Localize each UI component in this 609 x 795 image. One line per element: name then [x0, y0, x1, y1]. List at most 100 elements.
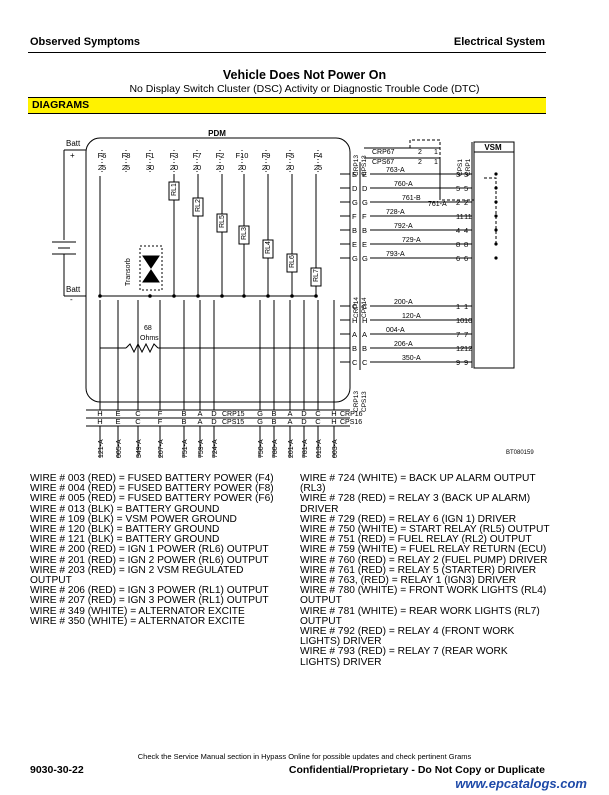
- fuse-name: F3: [170, 151, 179, 160]
- resistor-value: 68: [144, 325, 152, 332]
- legend-left-line: WIRE # 004 (RED) = FUSED BATTERY POWER (…: [30, 483, 274, 495]
- cps67-pin-2: 2: [418, 159, 422, 166]
- connector-pin-left: G: [352, 254, 358, 263]
- resistor-zigzag: [125, 342, 159, 354]
- fuse-amps: 20: [238, 163, 246, 172]
- bottom-pin-top: B: [271, 409, 276, 418]
- bottom-pin-top: A: [197, 409, 202, 418]
- bottom-pin-bottom: F: [158, 417, 163, 426]
- legend-right-line: WIRE # 793 (RED) = RELAY 7 (REAR WORK: [300, 646, 508, 658]
- bottom-wire-label: 121-A: [98, 439, 105, 458]
- connector-pin-right: E: [362, 240, 367, 249]
- fuse-name: F1: [146, 151, 155, 160]
- bottom-wire-label: 759-A: [198, 439, 205, 458]
- vsm-label: VSM: [484, 143, 502, 152]
- bottom-wire-label: 780-A: [272, 439, 279, 458]
- bottom-wire-label: 750-A: [258, 439, 265, 458]
- fuse-name: F6: [98, 151, 107, 160]
- fuse-name: F8: [122, 151, 131, 160]
- bottom-pin-top: D: [211, 409, 217, 418]
- legend-right-line: WIRE # 759 (WHITE) = FUEL RELAY RETURN (…: [300, 544, 547, 556]
- wire-label: 763-A: [386, 167, 405, 174]
- wire-legend-left: WIRE # 003 (RED) = FUSED BATTERY POWER (…: [30, 473, 274, 627]
- transorb-diode-top: [142, 255, 160, 269]
- wire-label: 761-B: [402, 195, 421, 202]
- legend-left-line: WIRE # 207 (RED) = IGN 3 POWER (RL1) OUT…: [30, 595, 269, 607]
- fuse-amps: 20: [286, 163, 294, 172]
- bottom-connector-label: CPS15: [222, 419, 244, 426]
- header-right: Electrical System: [453, 36, 545, 48]
- legend-right-line: WIRE # 760 (RED) = RELAY 2 (FUEL PUMP) D…: [300, 554, 548, 566]
- relay-label: RL6: [289, 255, 296, 268]
- bottom-pin-bottom: A: [197, 417, 202, 426]
- relay-label: RL3: [241, 227, 248, 240]
- vsm-pin-right: 5: [464, 184, 468, 193]
- vsm-pin-right: 9: [464, 358, 468, 367]
- wire-label: 120-A: [402, 313, 421, 320]
- bus-junction: [314, 294, 318, 298]
- fuse-amps: 25: [314, 163, 322, 172]
- bottom-pin-top: F: [158, 409, 163, 418]
- bottom-pin-bottom: E: [115, 417, 120, 426]
- bottom-pin-bottom: G: [257, 417, 263, 426]
- transorb-outline: [139, 245, 163, 291]
- legend-left-line: WIRE # 206 (RED) = IGN 3 POWER (RL1) OUT…: [30, 585, 269, 597]
- bottom-pin-bottom: B: [271, 417, 276, 426]
- vsm-pin-right: 1: [464, 302, 468, 311]
- connector-pin-left: E: [352, 170, 357, 179]
- vsm-pin-right: 2: [464, 198, 468, 207]
- legend-right-line: WIRE # 761 (RED) = RELAY 5 (STARTER) DRI…: [300, 564, 537, 576]
- fuse-amps: 25: [122, 163, 130, 172]
- connector-pin-left: C: [352, 358, 358, 367]
- connector-pin-left: E: [352, 240, 357, 249]
- relay-label: RL1: [171, 183, 178, 196]
- bottom-pin-bottom: A: [287, 417, 292, 426]
- vsm-pin-right: 3: [464, 170, 468, 179]
- legend-right-line: WIRE # 724 (WHITE) = BACK UP ALARM OUTPU…: [300, 473, 536, 484]
- legend-left-line: OUTPUT: [30, 575, 72, 587]
- watermark: www.epcatalogs.com: [455, 776, 587, 791]
- bottom-wire-label: 781-A: [302, 439, 309, 458]
- bottom-pin-top: H: [97, 409, 102, 418]
- page-subtitle: No Display Switch Cluster (DSC) Activity…: [129, 83, 480, 95]
- fuse-name: F5: [286, 151, 295, 160]
- wire-label: 792-A: [394, 223, 413, 230]
- batt-minus-label: -: [70, 295, 73, 304]
- fuse-name: F7: [193, 151, 202, 160]
- wire-label: 728-A: [386, 209, 405, 216]
- transorb-label: Transorb: [125, 258, 132, 286]
- legend-right-line: DRIVER: [300, 503, 339, 515]
- legend-right-line: LIGHTS) DRIVER: [300, 636, 382, 648]
- wire-label: 200-A: [394, 299, 413, 306]
- bottom-pin-bottom: H: [331, 417, 336, 426]
- wire-label: 004-A: [386, 327, 405, 334]
- connector-pin-left: A: [352, 330, 357, 339]
- wire-label: 350-A: [402, 355, 421, 362]
- legend-right-line: WIRE # 750 (WHITE) = START RELAY (RL5) O…: [300, 524, 550, 536]
- connector-pin-right: G: [362, 198, 368, 207]
- legend-left-line: WIRE # 200 (RED) = IGN 1 POWER (RL6) OUT…: [30, 544, 269, 556]
- fuse-name: F10: [236, 151, 249, 160]
- fuse-amps: 25: [98, 163, 106, 172]
- resistor-unit: Ohms: [140, 335, 159, 342]
- section-bar: DIAGRAMS: [28, 97, 546, 114]
- connector-label: CRP14: [353, 297, 360, 318]
- bus-junction: [266, 294, 270, 298]
- bus-junction: [242, 294, 246, 298]
- relay-label: RL4: [265, 241, 272, 254]
- bottom-pin-bottom: H: [97, 417, 102, 426]
- vsm-pin-left: 6: [456, 254, 460, 263]
- vsm-pin-right: 12: [464, 344, 472, 353]
- legend-left-line: WIRE # 013 (BLK) = BATTERY GROUND: [30, 503, 220, 515]
- crp67-pin-2: 2: [418, 149, 422, 156]
- connector-pin-left: G: [352, 198, 358, 207]
- legend-right-line: WIRE # 728 (RED) = RELAY 3 (BACK UP ALAR…: [300, 493, 531, 505]
- legend-right-line: WIRE # 781 (WHITE) = REAR WORK LIGHTS (R…: [300, 605, 540, 617]
- bottom-pin-bottom: C: [135, 417, 141, 426]
- relay-label: RL7: [313, 269, 320, 282]
- vsm-pin-right: 10: [464, 316, 472, 325]
- legend-right-line: WIRE # 763, (RED) = RELAY 1 (IGN3) DRIVE…: [300, 575, 517, 587]
- crp67-pin-1: 1: [434, 149, 438, 156]
- vsm-pin-right: 11: [464, 212, 472, 221]
- figure-id: BT080159: [506, 450, 534, 456]
